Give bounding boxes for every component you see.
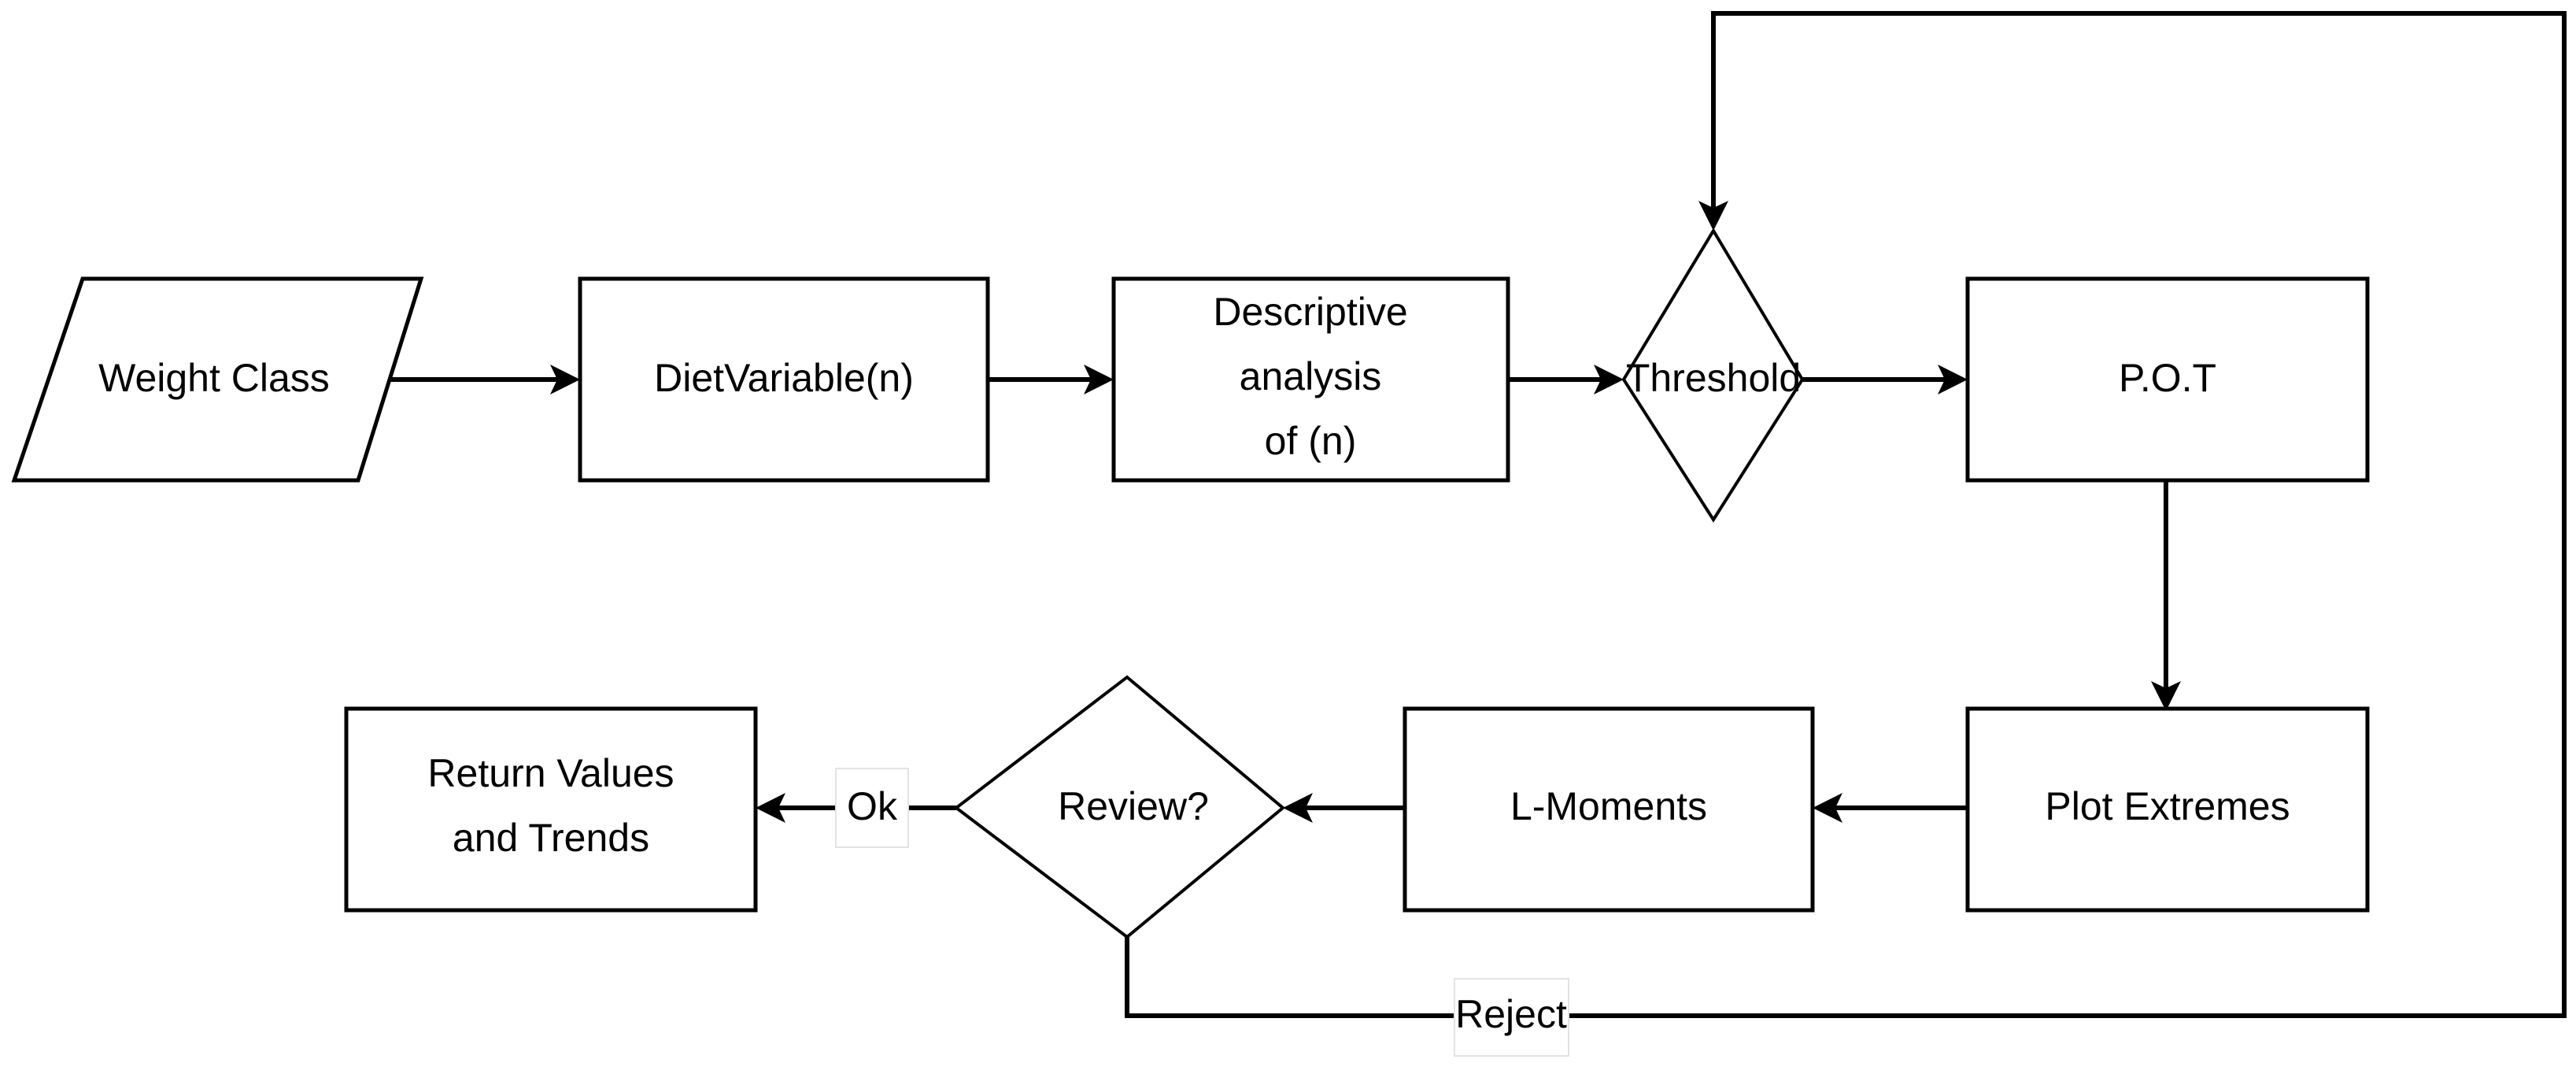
edge-l-moments-to-review bbox=[1283, 793, 1405, 823]
descriptive-analysis-shape bbox=[1111, 276, 1510, 483]
node-plot-extremes[interactable]: Plot Extremes bbox=[1965, 706, 2370, 913]
node-descriptive-analysis[interactable]: Descriptive analysis of (n) bbox=[1111, 276, 1510, 483]
node-l-moments[interactable]: L-Moments bbox=[1403, 706, 1815, 913]
descriptive-analysis-label-line2: analysis bbox=[1240, 354, 1382, 398]
plot-extremes-label: Plot Extremes bbox=[2045, 784, 2290, 828]
ok-label-text: Ok bbox=[847, 784, 898, 828]
node-review[interactable]: Review? bbox=[953, 675, 1286, 939]
return-values-shape bbox=[344, 706, 758, 913]
node-threshold[interactable]: Threshold bbox=[1621, 228, 1805, 523]
reject-label-text: Reject bbox=[1455, 992, 1567, 1036]
pot-shape bbox=[1965, 276, 2370, 483]
l-moments-shape bbox=[1403, 706, 1815, 913]
review-shape bbox=[953, 675, 1286, 939]
threshold-label: Threshold bbox=[1626, 356, 1801, 400]
edge-weight-class-to-diet-variable bbox=[370, 365, 580, 394]
l-moments-label: L-Moments bbox=[1510, 784, 1707, 828]
reject-label-box bbox=[1454, 978, 1569, 1057]
descriptive-analysis-label-line1: Descriptive bbox=[1213, 290, 1407, 334]
node-weight-class[interactable]: Weight Class bbox=[11, 276, 424, 483]
node-diet-variable[interactable]: DietVariable(n) bbox=[578, 276, 990, 483]
diet-variable-label: DietVariable(n) bbox=[654, 356, 914, 400]
ok-label-box bbox=[835, 768, 909, 848]
pot-label: P.O.T bbox=[2119, 356, 2216, 400]
threshold-shape bbox=[1621, 228, 1805, 523]
node-return-values[interactable]: Return Values and Trends bbox=[344, 706, 758, 913]
return-values-label-line1: Return Values bbox=[427, 751, 674, 795]
edge-descriptive-analysis-to-threshold bbox=[1508, 365, 1624, 394]
node-pot[interactable]: P.O.T bbox=[1965, 276, 2370, 483]
return-values-label-line2: and Trends bbox=[453, 816, 649, 860]
edge-threshold-to-pot bbox=[1802, 365, 1968, 394]
edge-diet-variable-to-descriptive-analysis bbox=[988, 365, 1114, 394]
weight-class-shape bbox=[11, 276, 424, 483]
descriptive-analysis-label-line3: of (n) bbox=[1265, 419, 1357, 463]
plot-extremes-shape bbox=[1965, 706, 2370, 913]
edge-label-reject: Reject bbox=[1454, 978, 1569, 1057]
review-label: Review? bbox=[1058, 784, 1209, 828]
weight-class-label: Weight Class bbox=[98, 356, 330, 400]
edge-plot-extremes-to-l-moments bbox=[1813, 793, 1968, 823]
edge-pot-to-plot-extremes bbox=[2151, 478, 2181, 711]
diet-variable-shape bbox=[578, 276, 990, 483]
edge-label-ok: Ok bbox=[835, 768, 909, 848]
edge-review-to-threshold-reject bbox=[1125, 11, 2567, 1018]
